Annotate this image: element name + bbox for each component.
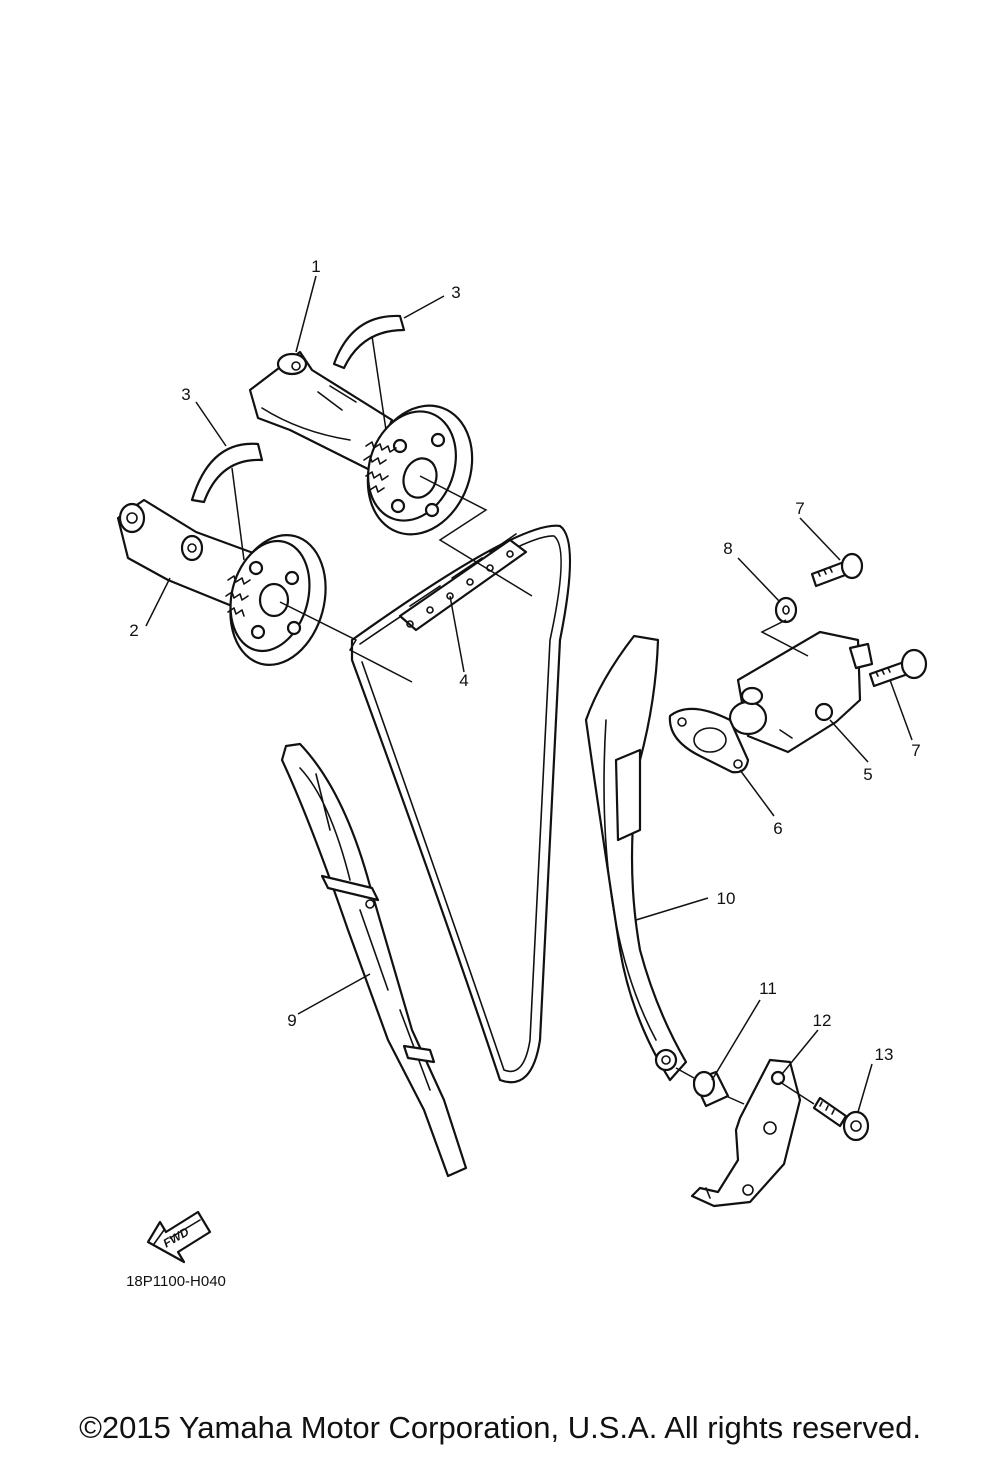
callout-1: 1 — [311, 257, 320, 276]
washer — [774, 596, 798, 624]
diagram-code: 18P1100-H040 — [126, 1273, 226, 1290]
bolt-13 — [812, 1096, 870, 1142]
callout-7-lower: 7 — [911, 741, 920, 760]
camshaft-lower — [116, 498, 258, 608]
tensioner-gasket — [668, 707, 750, 774]
callout-9: 9 — [287, 1011, 296, 1030]
callout-11: 11 — [759, 979, 777, 998]
retaining-clip-upper — [332, 314, 406, 370]
forward-arrow: FWD — [146, 1210, 212, 1264]
retaining-clip-lower — [190, 442, 264, 504]
callout-12: 12 — [813, 1011, 832, 1030]
cam-chain-links — [398, 533, 528, 632]
callout-2: 2 — [129, 621, 138, 640]
callout-4: 4 — [459, 671, 468, 690]
callout-3-upper: 3 — [451, 283, 460, 302]
callout-6: 6 — [773, 819, 782, 838]
callout-13: 13 — [875, 1045, 894, 1064]
cam-sprocket-lower — [225, 534, 327, 666]
callout-numbers: 1 3 3 2 4 7 8 7 5 6 10 9 11 12 13 — [129, 257, 920, 1064]
leader-lines — [145, 275, 913, 1113]
chain-guide-tensioner — [584, 634, 688, 1082]
callout-5: 5 — [863, 765, 872, 784]
callout-3-lower: 3 — [181, 385, 190, 404]
chain-tensioner — [728, 630, 874, 754]
callout-7-upper: 7 — [795, 499, 804, 518]
callout-10: 10 — [717, 889, 736, 908]
bolt-7-lower — [868, 648, 928, 688]
bolt-7-upper — [810, 552, 864, 588]
chain-guide-front — [280, 742, 468, 1178]
collar — [692, 1070, 730, 1108]
copyright-notice: ©2015 Yamaha Motor Corporation, U.S.A. A… — [79, 1410, 921, 1445]
camshaft-upper — [248, 350, 394, 472]
guide-bracket — [690, 1058, 802, 1208]
cam-chain — [350, 524, 572, 1084]
callout-8: 8 — [723, 539, 732, 558]
